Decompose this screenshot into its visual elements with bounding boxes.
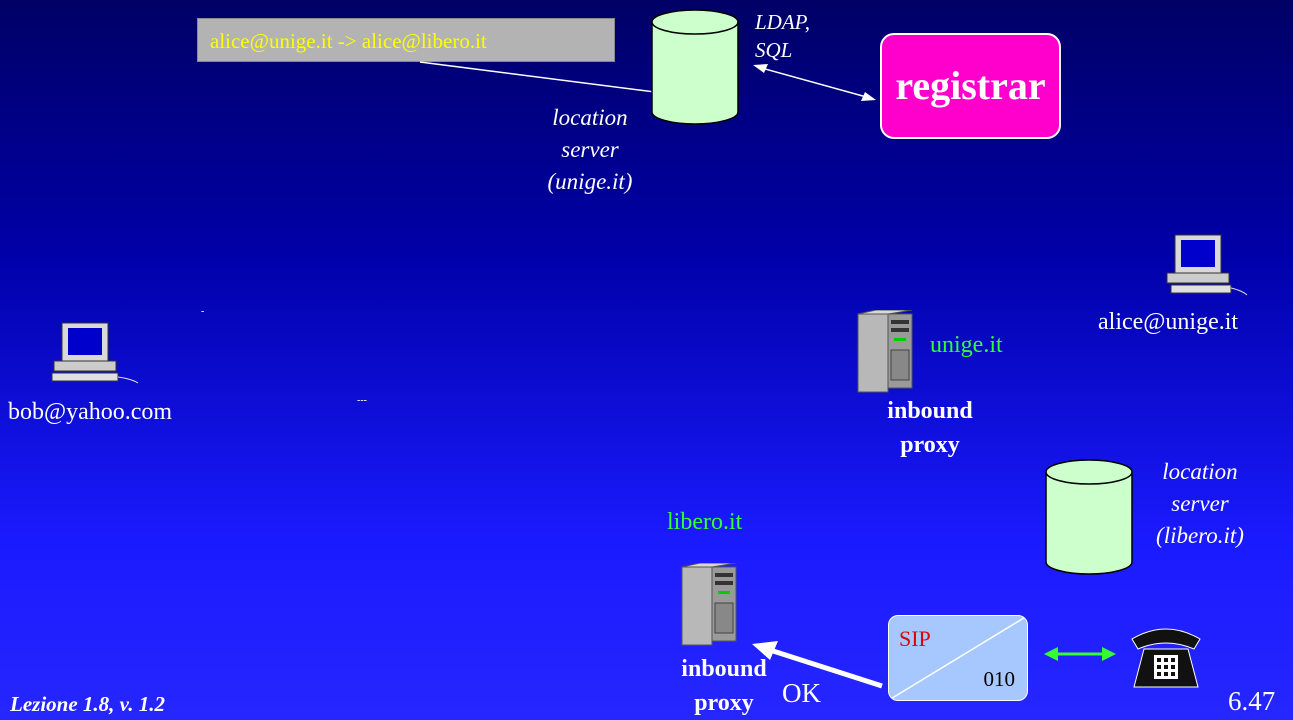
location-server-line3: (unige.it): [547, 169, 633, 194]
location-server-line2: server: [561, 137, 619, 162]
database-icon: [1045, 459, 1133, 575]
slide-number: 6.47: [1228, 686, 1276, 716]
libero-location-server-label: location server (libero.it): [1156, 459, 1244, 548]
footer-lesson-label: Lezione 1.8, v. 1.2: [10, 692, 165, 716]
unige-inbound-proxy-label: inbound proxy: [887, 398, 973, 458]
libero-domain-label: libero.it: [667, 509, 743, 535]
area-code-label: 010: [983, 667, 1016, 691]
unige-domain-label: unige.it: [930, 332, 1003, 358]
sip-gateway-divider: [889, 616, 1027, 700]
ldap-sql-arrow: [757, 66, 871, 99]
bob-address: bob@yahoo.com: [8, 399, 173, 425]
stray-mark: ---: [357, 395, 367, 406]
server-tower-icon: [857, 310, 913, 393]
registrar-label: registrar: [895, 63, 1046, 108]
server-tower-icon: [681, 563, 737, 646]
registrar-box: registrar: [880, 33, 1061, 139]
sip-label: SIP: [899, 626, 931, 651]
location-mapping-box: alice@unige.it -> alice@libero.it: [197, 18, 615, 62]
location-server-line1: location: [552, 105, 628, 130]
computer-icon: [51, 322, 139, 384]
mapping-connector-line: [419, 61, 656, 93]
top-location-server-label: location server (unige.it): [520, 102, 660, 198]
stray-mark: -: [201, 306, 205, 317]
database-icon: [651, 9, 739, 125]
location-mapping-text: alice@unige.it -> alice@libero.it: [210, 29, 487, 53]
telephone-icon: [1131, 628, 1201, 688]
alice-address: alice@unige.it: [1098, 309, 1239, 335]
sip-gateway-box: SIP 010: [888, 615, 1028, 701]
ok-label: OK: [782, 678, 821, 708]
protocol-label: LDAP, SQL: [755, 10, 811, 62]
ok-arrow: [769, 647, 883, 689]
libero-inbound-proxy-label: inbound proxy: [681, 656, 767, 716]
computer-icon: [1166, 234, 1248, 296]
